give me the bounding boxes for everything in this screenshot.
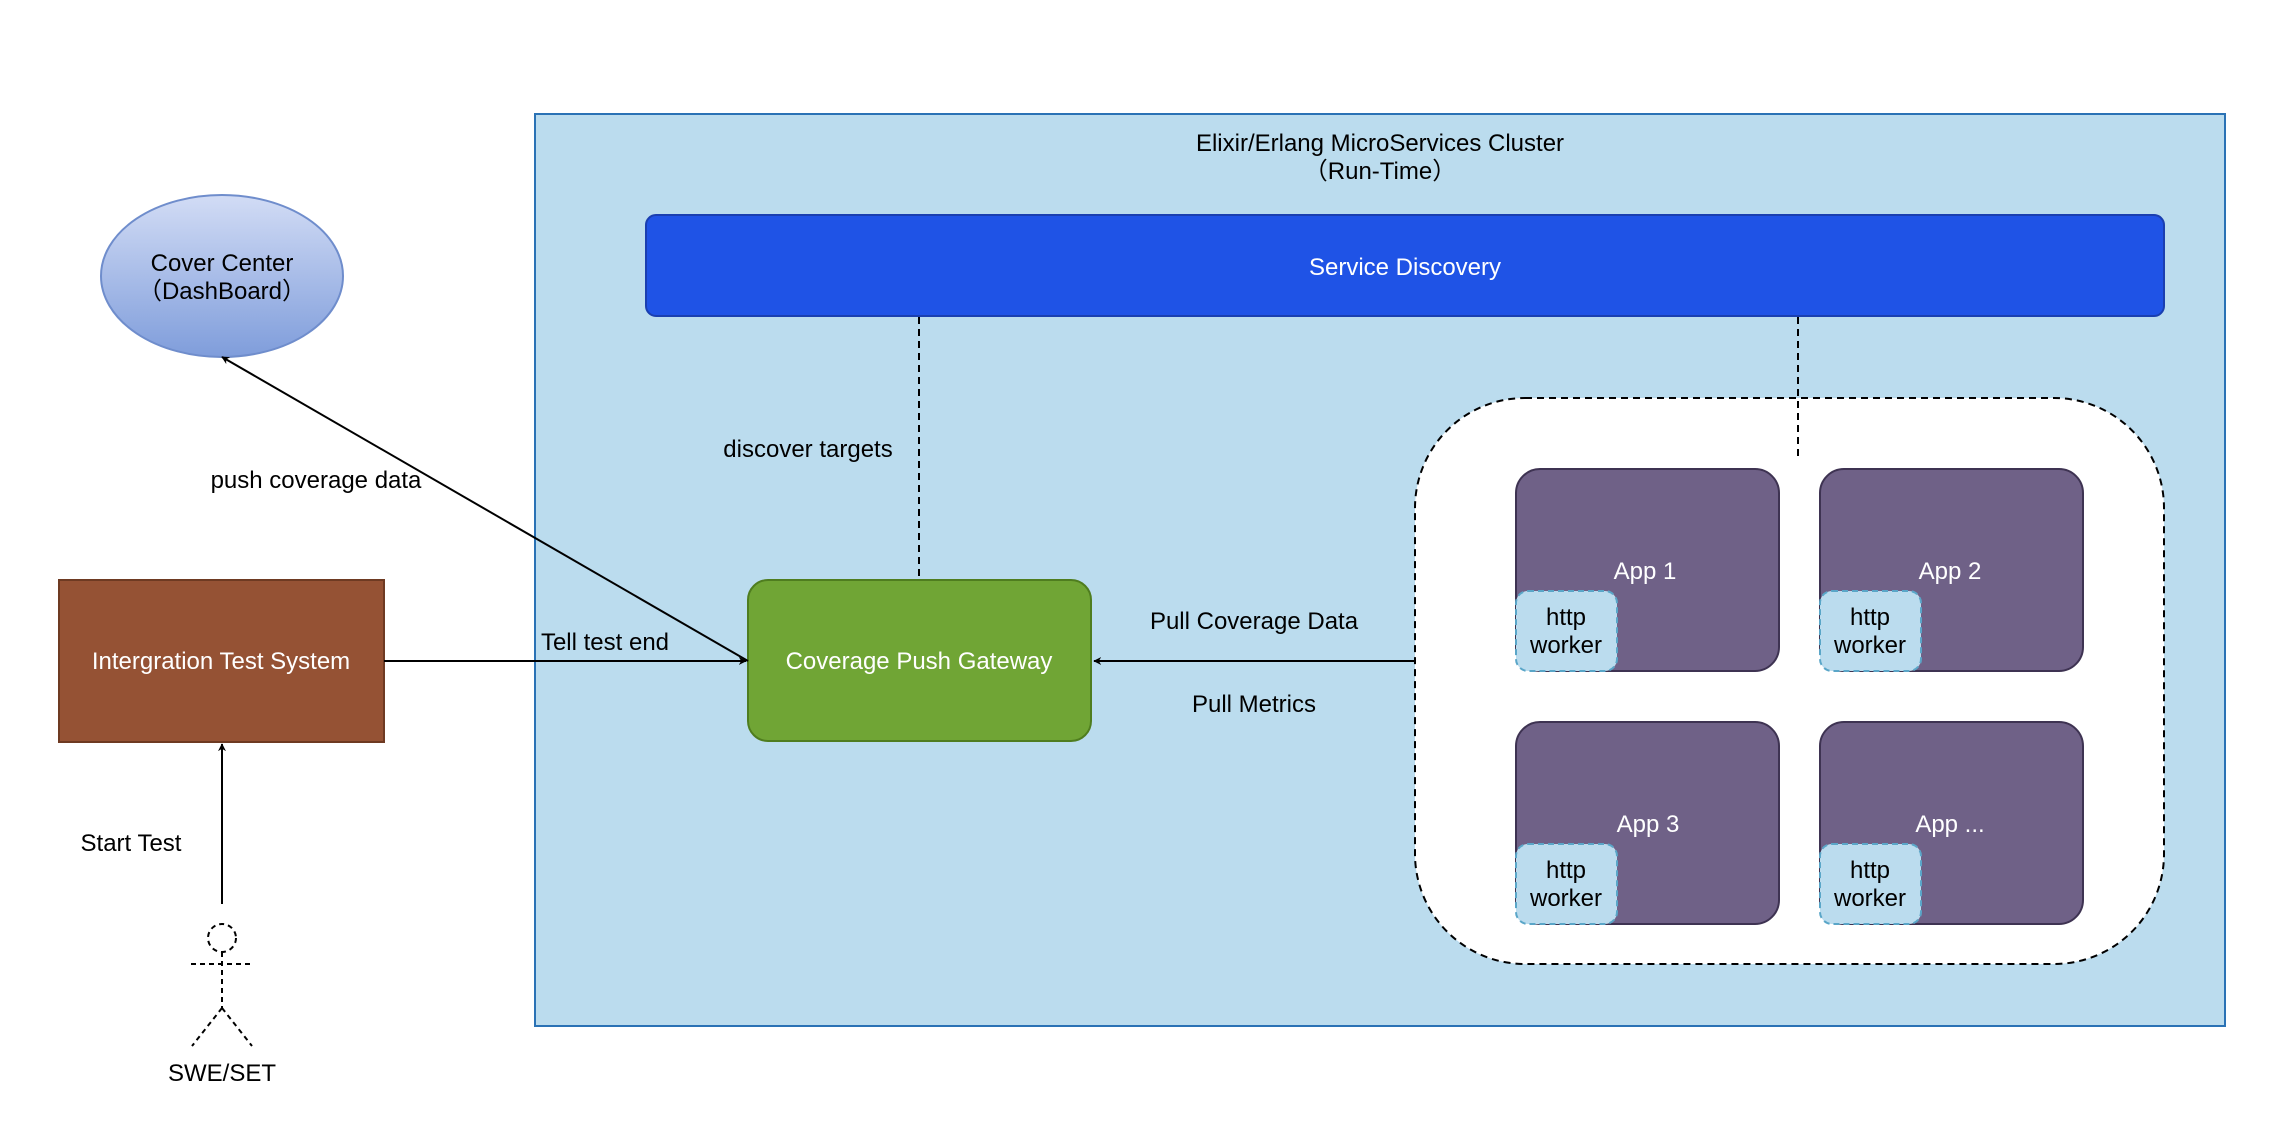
gateway-label: Coverage Push Gateway — [786, 648, 1053, 675]
app-more[interactable]: App ... http worker — [1819, 721, 2084, 925]
service-discovery-box[interactable]: Service Discovery — [645, 214, 2165, 317]
integration-test-system-node[interactable]: Intergration Test System — [58, 579, 385, 743]
pull-metrics-label: Pull Metrics — [1192, 691, 1316, 718]
app-2[interactable]: App 2 http worker — [1819, 468, 2084, 672]
cover-center-line2: （DashBoard） — [138, 278, 306, 305]
app-3-worker-line2: worker — [1529, 885, 1602, 912]
cluster-title-line1: Elixir/Erlang MicroServices Cluster — [1196, 130, 1564, 157]
start-test-label: Start Test — [81, 830, 182, 857]
app-3-worker-line1: http — [1546, 857, 1586, 884]
app-1-label: App 1 — [1614, 558, 1677, 585]
app-2-worker-line2: worker — [1833, 632, 1906, 659]
coverage-push-gateway[interactable]: Coverage Push Gateway — [747, 579, 1092, 742]
discover-targets-label: discover targets — [723, 436, 892, 463]
actor-icon — [191, 923, 253, 1047]
app-2-worker-line1: http — [1850, 604, 1890, 631]
app-more-http-worker — [1819, 843, 1922, 925]
app-more-worker-line2: worker — [1833, 885, 1906, 912]
pull-coverage-label: Pull Coverage Data — [1150, 608, 1359, 635]
app-2-http-worker — [1819, 590, 1922, 672]
cover-center-line1: Cover Center — [151, 250, 294, 277]
service-discovery-label: Service Discovery — [1309, 254, 1501, 281]
integration-test-system-label: Intergration Test System — [92, 648, 350, 675]
cluster-title-line2: （Run-Time） — [1304, 158, 1456, 185]
app-1-worker-line2: worker — [1529, 632, 1602, 659]
app-more-label: App ... — [1915, 811, 1984, 838]
app-more-worker-line1: http — [1850, 857, 1890, 884]
push-coverage-label: push coverage data — [211, 467, 422, 494]
push-coverage-arrow — [221, 356, 749, 662]
tell-test-end-label: Tell test end — [541, 629, 669, 656]
app-1[interactable]: App 1 http worker — [1515, 468, 1780, 672]
app-2-label: App 2 — [1919, 558, 1982, 585]
app-1-worker-line1: http — [1546, 604, 1586, 631]
cover-center-node[interactable]: Cover Center （DashBoard） — [100, 194, 344, 358]
app-3-http-worker — [1515, 843, 1618, 925]
app-3[interactable]: App 3 http worker — [1515, 721, 1780, 925]
app-1-http-worker — [1515, 590, 1618, 672]
actor-label: SWE/SET — [168, 1060, 276, 1087]
app-3-label: App 3 — [1617, 811, 1680, 838]
